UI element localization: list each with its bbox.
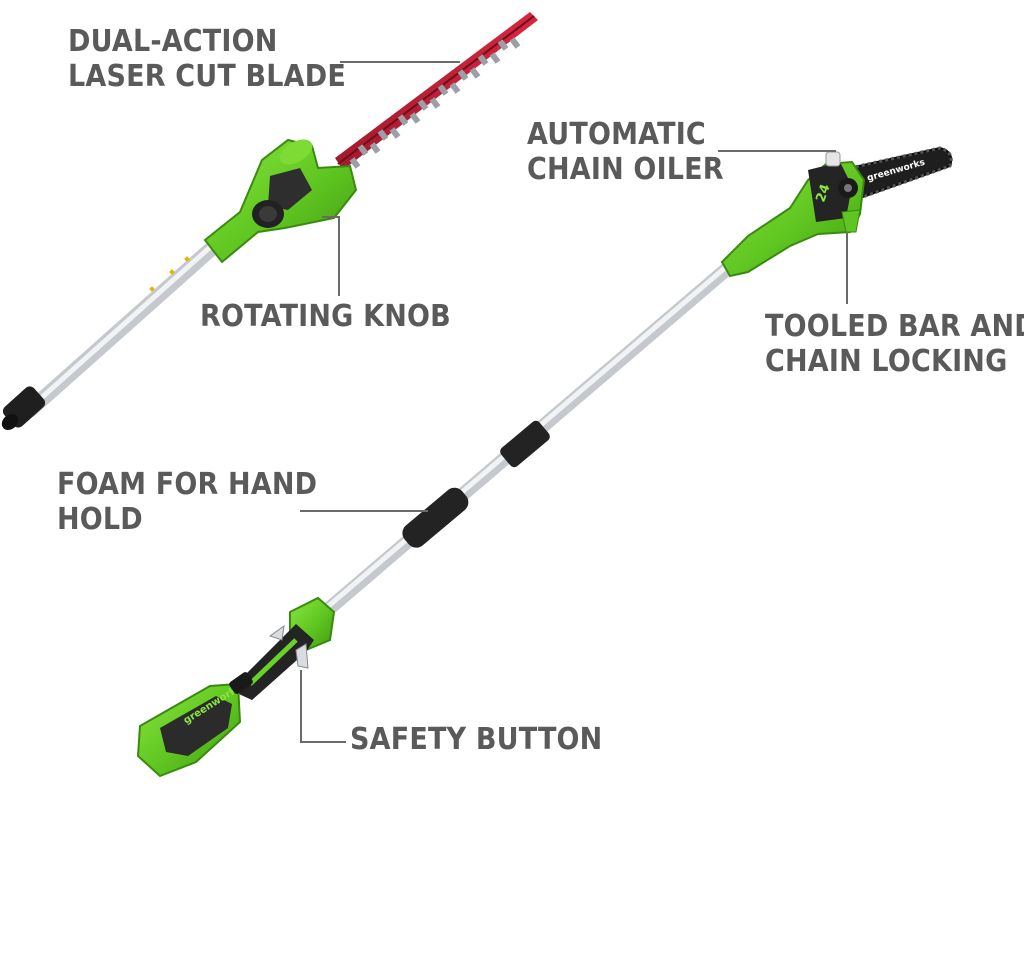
voltage-badge: 24 — [813, 182, 833, 204]
callout-foam-hand-hold: FOAM FOR HAND HOLD — [57, 467, 317, 537]
chain-bar: greenworks — [848, 146, 953, 200]
blade-leader-line — [340, 61, 460, 63]
hedge-trimmer-attachment — [1, 12, 538, 430]
power-head-handle: greenworks — [136, 596, 336, 778]
callout-blade-line2: LASER CUT BLADE — [68, 59, 346, 94]
foam-hand-grip — [402, 487, 469, 548]
pole-saw-head: greenworks 24 — [720, 146, 953, 278]
callout-safety-button: SAFETY BUTTON — [350, 722, 602, 757]
safety-button — [295, 643, 309, 669]
knob-leader-line-h — [322, 216, 340, 218]
safety-leader-line-h — [300, 741, 346, 743]
callout-foam-line2: HOLD — [57, 502, 143, 537]
pole-markings — [149, 256, 190, 292]
callout-oiler-line1: AUTOMATIC — [527, 117, 706, 152]
pole-coupler — [500, 420, 550, 468]
oiler-leader-line — [718, 150, 836, 152]
safety-leader-line-v — [300, 670, 302, 742]
callout-safety-line1: SAFETY BUTTON — [350, 722, 603, 757]
callout-foam-line1: FOAM FOR HAND — [57, 467, 318, 502]
callout-dual-action-blade: DUAL-ACTION LASER CUT BLADE — [68, 24, 346, 94]
rotating-knob — [252, 200, 284, 228]
knob-leader-line-v — [338, 216, 340, 296]
callout-knob-line1: ROTATING KNOB — [200, 299, 451, 334]
tooled-leader-line — [846, 232, 848, 304]
bar-locking-knob — [838, 178, 858, 198]
chain-oiler-cap — [825, 151, 841, 167]
callout-oiler-line2: CHAIN OILER — [527, 152, 724, 187]
hedge-trimmer-blade — [335, 12, 538, 170]
callout-rotating-knob: ROTATING KNOB — [200, 299, 451, 334]
foam-leader-line — [300, 510, 428, 512]
trigger — [268, 624, 285, 641]
callout-blade-line1: DUAL-ACTION — [68, 24, 278, 59]
callout-tooled-line2: CHAIN LOCKING — [765, 344, 1008, 379]
callout-automatic-chain-oiler: AUTOMATIC CHAIN OILER — [527, 117, 724, 187]
callout-tooled-bar-chain-locking: TOOLED BAR AND CHAIN LOCKING — [765, 309, 1024, 379]
pole-saw-assembly: greenworks 24 — [136, 146, 953, 778]
hedge-trimmer-head — [203, 138, 358, 264]
pole-end-cap — [1, 386, 46, 430]
callout-tooled-line1: TOOLED BAR AND — [765, 309, 1024, 344]
